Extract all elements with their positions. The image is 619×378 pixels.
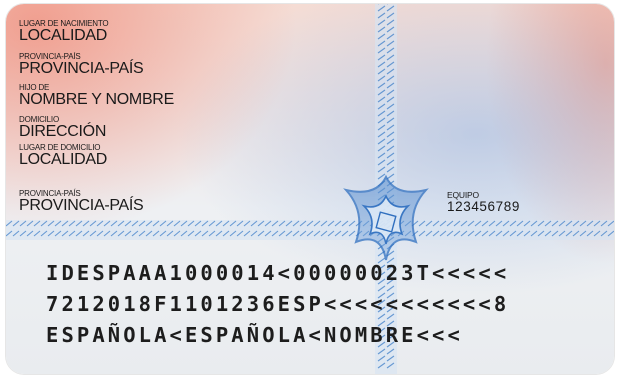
address-label: DOMICILIO: [19, 115, 59, 124]
parents-field: HIJO DE NOMBRE Y NOMBRE: [19, 84, 174, 108]
birth-province-field: PROVINCIA-PAÍS PROVINCIA-PAÍS: [19, 52, 144, 77]
mrz-line-2: 7212018F1101236ESP<<<<<<<<<<<8: [46, 292, 510, 316]
birth-province-label: PROVINCIA-PAÍS: [19, 52, 81, 61]
residence-locality-value: LOCALIDAD: [19, 151, 107, 168]
birthplace-field: LUGAR DE NACIMIENTO LOCALIDAD: [19, 19, 109, 44]
birthplace-value: LOCALIDAD: [19, 27, 107, 44]
equipo-value: 123456789: [447, 198, 520, 214]
parents-value: NOMBRE Y NOMBRE: [19, 91, 174, 108]
parents-label: HIJO DE: [19, 83, 50, 92]
id-card-back: LUGAR DE NACIMIENTO LOCALIDAD PROVINCIA-…: [6, 4, 614, 374]
address-value: DIRECCIÓN: [19, 123, 107, 140]
residence-province-field: PROVINCIA-PAÍS PROVINCIA-PAÍS: [19, 189, 144, 214]
residence-province-value: PROVINCIA-PAÍS: [19, 197, 144, 214]
security-pattern: [6, 4, 614, 374]
address-field: DOMICILIO DIRECCIÓN: [19, 116, 106, 140]
mrz-line-1: IDESPAAA1000014<00000023T<<<<<: [46, 261, 510, 285]
birth-province-value: PROVINCIA-PAÍS: [19, 60, 144, 77]
mrz-line-3: ESPAÑOLA<ESPAÑOLA<NOMBRE<<<: [46, 323, 463, 347]
equipo-field: EQUIPO 123456789: [447, 191, 520, 213]
birthplace-label: LUGAR DE NACIMIENTO: [19, 19, 109, 28]
security-emblem-icon: [343, 174, 429, 261]
residence-province-label: PROVINCIA-PAÍS: [19, 189, 81, 198]
residence-locality-label: LUGAR DE DOMICILIO: [19, 143, 101, 152]
equipo-label: EQUIPO: [447, 190, 479, 200]
residence-locality-field: LUGAR DE DOMICILIO LOCALIDAD: [19, 144, 107, 168]
